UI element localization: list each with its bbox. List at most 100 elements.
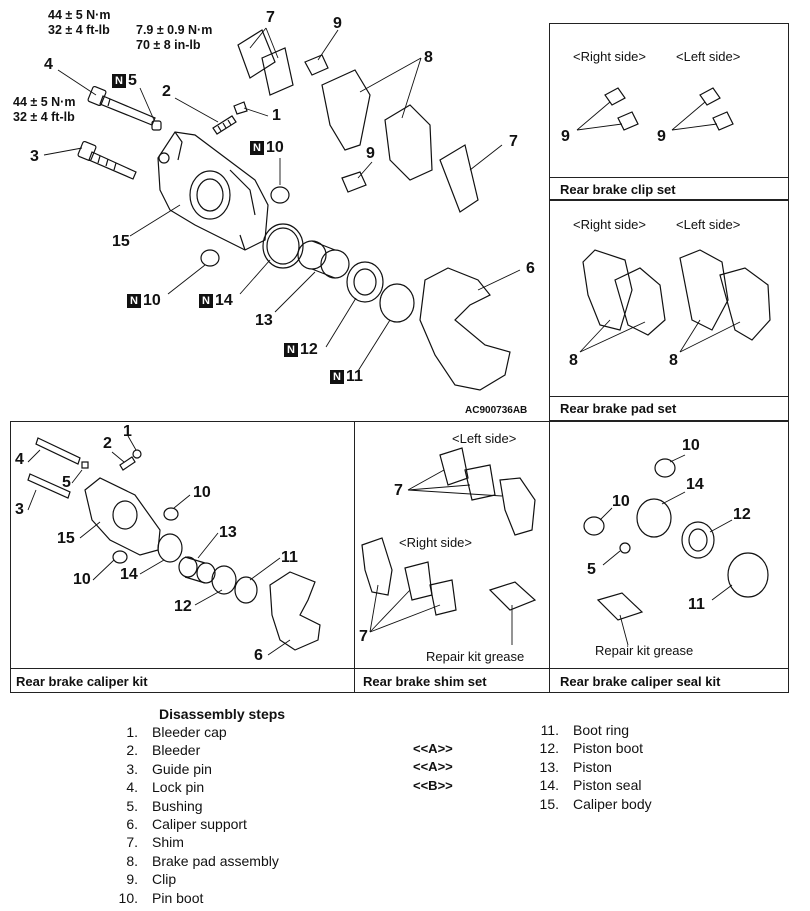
torque-value-nm: 7.9 ± 0.9 N·m [136, 23, 213, 37]
callout-6: 6 [526, 260, 535, 277]
shim-set-drawing [361, 447, 537, 645]
step-row: 5.Bushing [104, 797, 279, 815]
brake-pad-drawing [321, 69, 371, 151]
kit-callout-13: 13 [219, 524, 237, 541]
step-number: 12. [539, 740, 559, 757]
clip-drawing-2 [341, 171, 367, 193]
pad-set-right-side-label: <Right side> [573, 217, 646, 232]
pad-set-drawing [579, 249, 771, 353]
callout-7a: 7 [266, 9, 275, 26]
shim-set-left-side-label: <Left side> [452, 431, 517, 446]
lock-pin-drawing [87, 85, 156, 126]
step-text: Piston boot [573, 740, 644, 757]
torque-value-inlb: 70 ± 8 in-lb [136, 38, 201, 52]
torque-value-nm: 44 ± 5 N·m [13, 95, 76, 109]
torque-value-ftlb: 32 ± 4 ft-lb [48, 23, 110, 37]
step-text: Boot ring [573, 722, 630, 738]
piston-boot-drawing [346, 261, 384, 303]
step-number: 1. [126, 724, 138, 740]
callout-9a: 9 [333, 15, 342, 32]
seal-kit-drawing [583, 458, 769, 621]
step-number: 2. [126, 742, 138, 759]
callout-15: 15 [112, 233, 130, 250]
step-row: 7.Shim [104, 833, 279, 851]
step-number: 15. [539, 795, 559, 812]
seal-kit-callout-14: 14 [686, 476, 704, 493]
seal-kit-leaders [599, 454, 733, 646]
step-number: 6. [126, 816, 138, 833]
callout-number: 11 [346, 368, 363, 385]
step-row: 11.Boot ring [525, 721, 652, 739]
torque-value-nm: 44 ± 5 N·m [48, 8, 111, 22]
disassembly-steps-title: Disassembly steps [159, 706, 286, 722]
piston-drawing [297, 240, 350, 279]
step-row: 12. Piston boot [525, 739, 652, 757]
caliper-kit-drawing [27, 437, 321, 651]
step-row: 4. Lock pin [104, 778, 279, 796]
clip-set-panel [549, 23, 789, 200]
main-leader-lines [43, 27, 521, 372]
step-number: 3. [126, 760, 138, 777]
step-number: 13. [539, 758, 559, 775]
shim-set-grease-label: Repair kit grease [426, 649, 525, 664]
callout-13: 13 [255, 312, 273, 329]
pad-set-left-side-label: <Left side> [676, 217, 741, 232]
kit-callout-6: 6 [254, 647, 263, 664]
step-row: 15. Caliper body [525, 795, 652, 813]
seal-kit-callout-11: 11 [688, 596, 705, 613]
seal-kit-callout-10b: 10 [612, 493, 630, 510]
step-number: 9. [126, 871, 138, 888]
step-number: 4. [126, 779, 138, 796]
kit-callout-10a: 10 [193, 484, 211, 501]
step-text: Clip [152, 871, 177, 888]
step-text: Bleeder cap [152, 724, 227, 740]
seal-kit-callout-5: 5 [587, 561, 596, 578]
shim-drawing-2 [439, 144, 479, 213]
callout-3: 3 [30, 148, 39, 165]
boot-ring-drawing [379, 283, 415, 323]
shim-set-callout-7a: 7 [394, 482, 403, 499]
guide-pin-drawing [77, 140, 137, 180]
step-row: 14.Piston seal [525, 776, 652, 794]
callout-number: 10 [143, 292, 161, 309]
seal-kit-title: Rear brake caliper seal kit [560, 674, 721, 689]
kit-callout-12: 12 [174, 598, 192, 615]
caliper-kit-title: Rear brake caliper kit [16, 674, 148, 689]
piston-seal-drawing [262, 223, 304, 269]
callout-7b: 7 [509, 133, 518, 150]
kit-callout-11: 11 [281, 549, 298, 566]
step-text: Pin boot [152, 889, 204, 906]
step-text: Brake pad assembly [152, 852, 279, 869]
clip-set-right-side-label: <Right side> [573, 49, 646, 64]
clip-set-callout-9b: 9 [657, 128, 666, 145]
torque-spec-lock-pin: 44 ± 5 N·m 32 ± 4 ft-lb [48, 8, 110, 38]
step-text: Bleeder [152, 742, 201, 759]
callout-number: 12 [300, 341, 318, 358]
torque-spec-guide-pin: 44 ± 5 N·m 32 ± 4 ft-lb [13, 95, 75, 125]
step-text: Lock pin [152, 779, 205, 796]
caliper-kit-leaders [27, 435, 291, 656]
step-text: Bushing [152, 797, 203, 814]
step-row: 1. Bleeder cap [104, 723, 279, 741]
callout-number: 10 [266, 139, 284, 156]
step-text: Piston seal [573, 777, 642, 794]
step-text: Caliper body [573, 795, 652, 812]
kit-callout-15: 15 [57, 530, 75, 547]
pin-boot-drawing [270, 186, 290, 204]
pad-set-panel [549, 200, 789, 421]
step-row: 6.Caliper support [104, 815, 279, 833]
step-mark: <<A>> [413, 741, 453, 756]
step-marks: <<A>> <<A>> <<B>> [413, 740, 453, 795]
seal-kit-grease-label: Repair kit grease [595, 643, 694, 658]
step-row: 2. Bleeder [104, 741, 279, 759]
kit-callout-14: 14 [120, 566, 138, 583]
step-number: 10. [118, 889, 138, 906]
step-row: 8.Brake pad assembly [104, 852, 279, 870]
new-part-mark: N [127, 294, 141, 308]
bleeder-drawing [212, 101, 248, 135]
